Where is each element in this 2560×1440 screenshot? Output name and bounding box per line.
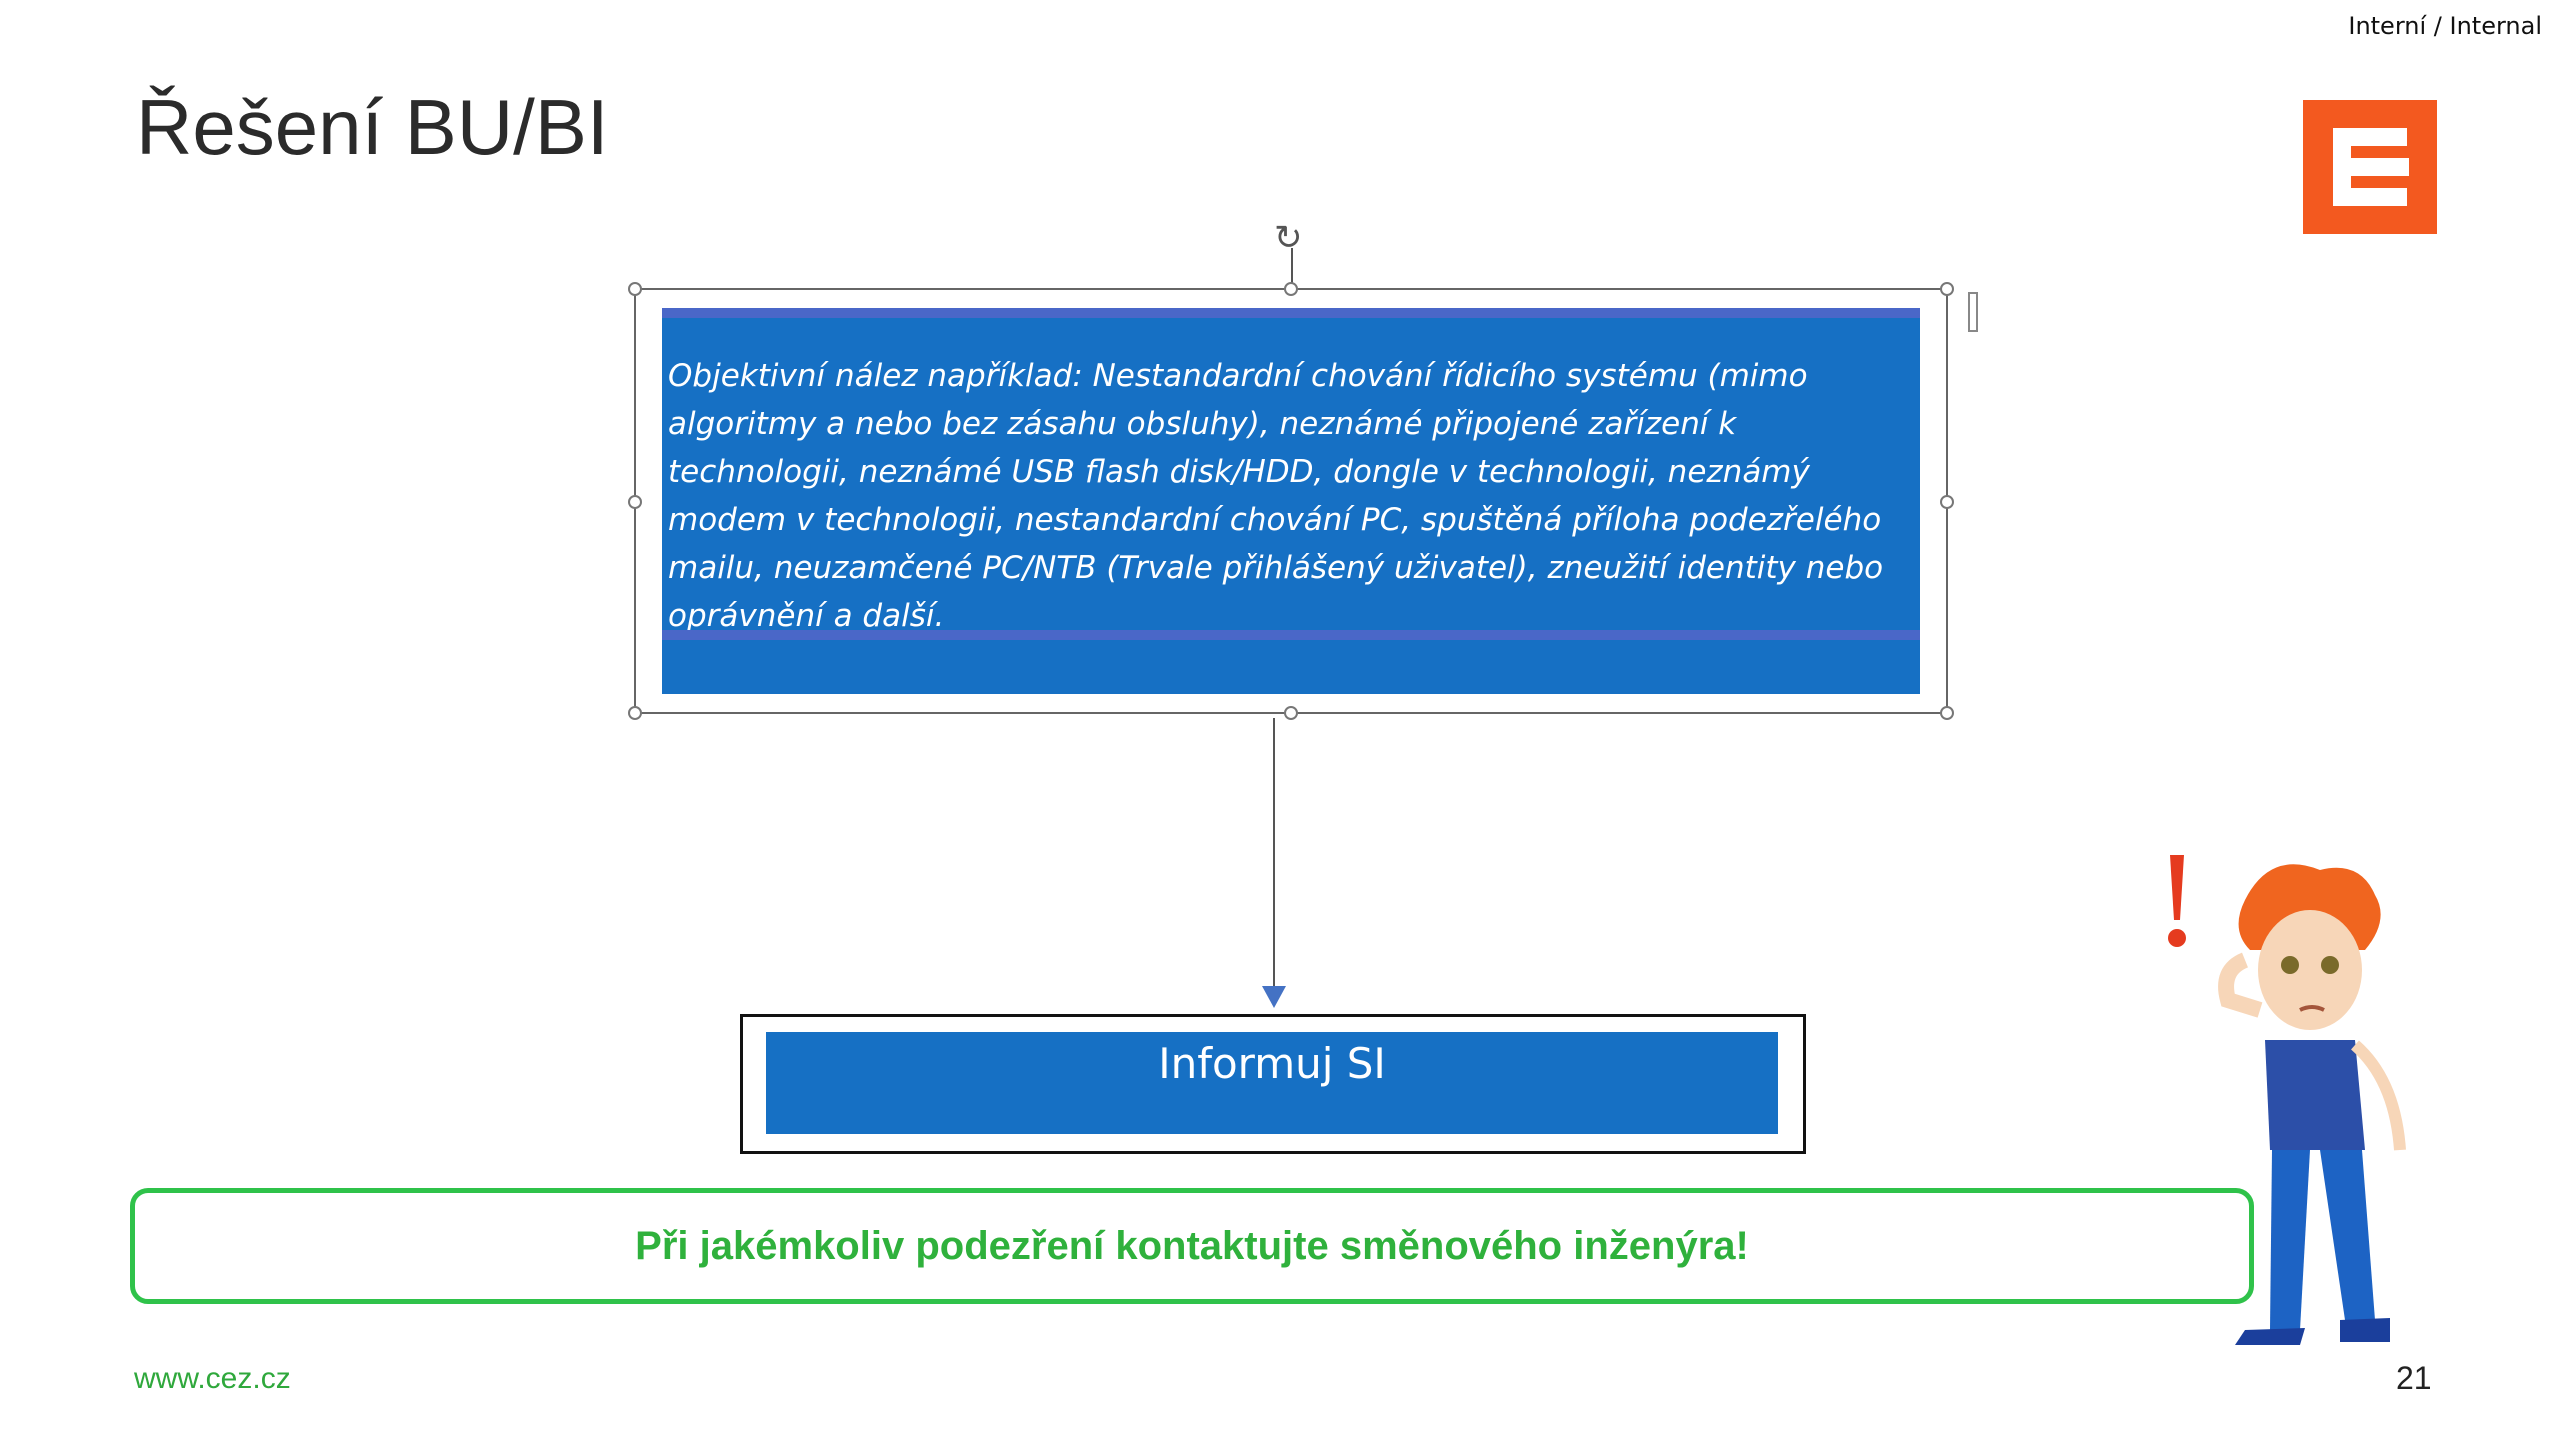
finding-text-box[interactable]: Objektivní nález například: Nestandardní… [662, 308, 1920, 694]
resize-handle-top-left[interactable] [628, 282, 642, 296]
finding-text: Objektivní nález například: Nestandardní… [668, 358, 1884, 634]
layout-options-icon[interactable] [1968, 292, 1978, 332]
slide-title: Řešení BU/BI [136, 83, 609, 171]
connector-arrow-head-icon [1262, 986, 1286, 1008]
resize-handle-right[interactable] [1940, 495, 1954, 509]
resize-handle-top-right[interactable] [1940, 282, 1954, 296]
footer-website-link[interactable]: www.cez.cz [134, 1362, 291, 1395]
action-box-inform-si[interactable]: Informuj SI [766, 1032, 1778, 1134]
resize-handle-bottom-right[interactable] [1940, 706, 1954, 720]
resize-handle-top[interactable] [1284, 282, 1298, 296]
cez-logo-icon [2303, 100, 2437, 234]
shape-selection-frame[interactable] [628, 282, 1954, 720]
connector-arrow-line [1273, 718, 1275, 986]
classification-label: Interní / Internal [2348, 12, 2542, 40]
action-box-frame [740, 1014, 1806, 1154]
thinking-boy-illustration-icon [2168, 855, 2406, 1345]
resize-handle-left[interactable] [628, 495, 642, 509]
resize-handle-bottom-left[interactable] [628, 706, 642, 720]
rotate-handle-line [1291, 248, 1293, 288]
resize-handle-bottom[interactable] [1284, 706, 1298, 720]
notice-banner: Při jakémkoliv podezření kontaktujte smě… [130, 1188, 2254, 1304]
page-number: 21 [2396, 1360, 2432, 1396]
rotate-handle-icon[interactable]: ↻ [1274, 219, 1303, 257]
